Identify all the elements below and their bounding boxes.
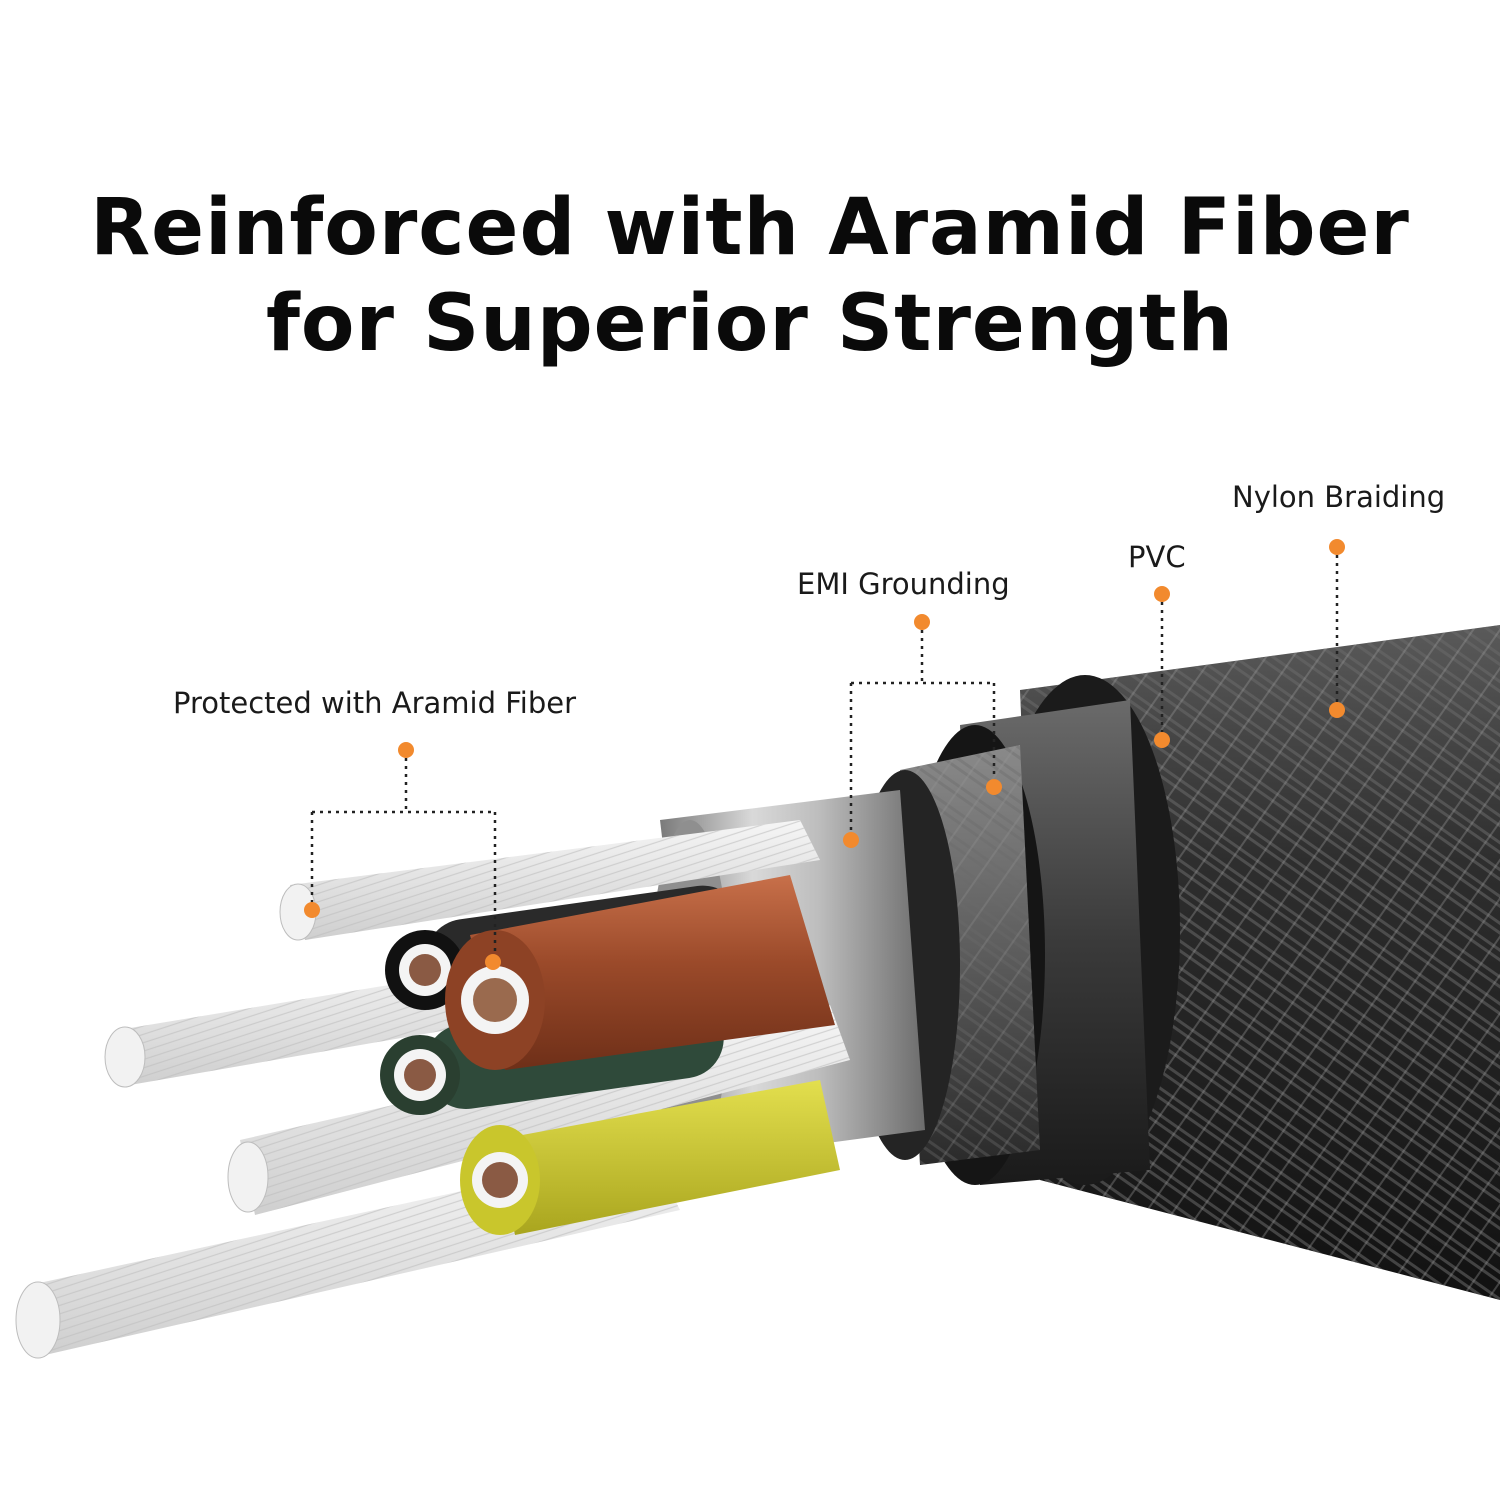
callout-dot <box>1329 539 1345 555</box>
yellow-conductor <box>460 1080 840 1235</box>
callout-leaders <box>310 547 1339 962</box>
headline-line-1: Reinforced with Aramid Fiber <box>90 183 1410 274</box>
headline-line-2: for Superior Strength <box>265 279 1234 370</box>
callout-dots <box>304 539 1345 970</box>
callout-dot <box>1154 732 1170 748</box>
callout-dot <box>398 742 414 758</box>
callout-dot <box>304 902 320 918</box>
callout-dot <box>914 614 930 630</box>
copper-conductor <box>445 875 835 1070</box>
callout-dot <box>986 779 1002 795</box>
headline: Reinforced with Aramid Fiber for Superio… <box>0 180 1500 372</box>
callout-dot <box>1154 586 1170 602</box>
callout-dot <box>1329 702 1345 718</box>
aramid-bundle-top <box>279 820 820 941</box>
callout-dot <box>485 954 501 970</box>
callout-label-emi: EMI Grounding <box>797 567 1010 601</box>
callout-label-aramid: Protected with Aramid Fiber <box>173 686 577 720</box>
callout-label-nylon: Nylon Braiding <box>1232 480 1446 514</box>
callout-dot <box>843 832 859 848</box>
conductor-wires <box>380 875 840 1235</box>
callout-label-pvc: PVC <box>1128 540 1186 574</box>
